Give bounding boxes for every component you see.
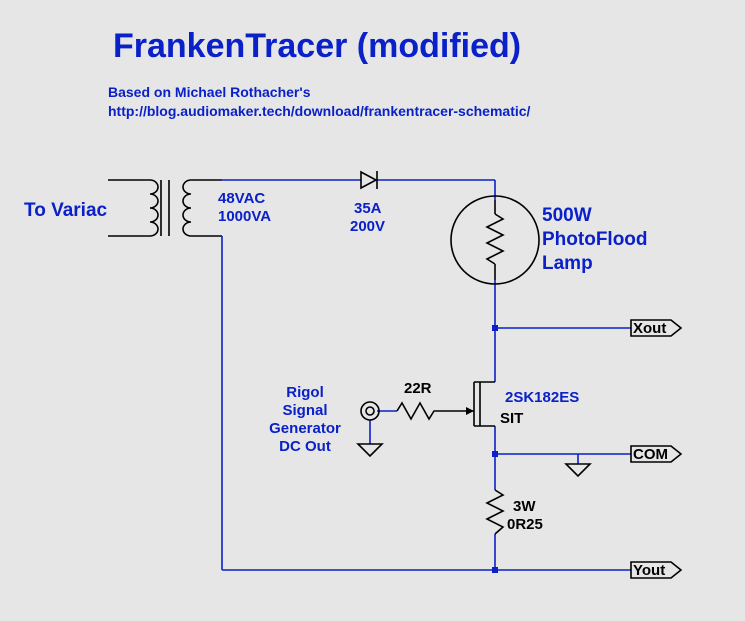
- credit-line-2: http://blog.audiomaker.tech/download/fra…: [108, 103, 531, 119]
- yout-port: Yout: [630, 561, 683, 579]
- gate-resistor: [396, 401, 474, 421]
- lamp-label-line-3: Lamp: [542, 253, 593, 274]
- diode-current: 35A: [354, 200, 382, 217]
- transformer-power: 1000VA: [218, 208, 271, 225]
- sense-resistor: [485, 489, 505, 535]
- ground-symbol-source: [356, 443, 384, 458]
- variac-label: To Variac: [24, 200, 108, 221]
- lamp: [450, 195, 540, 285]
- com-label: COM: [633, 446, 668, 463]
- source-label-line-1: Rigol: [286, 384, 324, 401]
- diode-voltage: 200V: [350, 218, 385, 235]
- page-title: FrankenTracer (modified): [113, 27, 521, 65]
- lamp-label-line-1: 500W: [542, 205, 592, 226]
- gate-resistor-value: 22R: [404, 380, 432, 397]
- ground-symbol-com: [564, 463, 592, 478]
- transformer: [108, 179, 222, 237]
- junctions: [492, 325, 498, 573]
- com-port: COM: [630, 445, 683, 463]
- sense-resistor-value: 0R25: [507, 516, 543, 533]
- xout-label: Xout: [633, 320, 666, 337]
- xout-port: Xout: [630, 319, 683, 337]
- transistor: [466, 381, 495, 427]
- credit-line-1: Based on Michael Rothacher's: [108, 84, 311, 100]
- wires: [221, 179, 631, 571]
- transistor-type: SIT: [500, 410, 523, 427]
- source-label-line-4: DC Out: [279, 438, 331, 455]
- lamp-label-line-2: PhotoFlood: [542, 229, 648, 250]
- transformer-voltage: 48VAC: [218, 190, 265, 207]
- source-label-line-3: Generator: [269, 420, 341, 437]
- sense-resistor-power: 3W: [513, 498, 536, 515]
- diode: [360, 170, 378, 190]
- transistor-part-number: 2SK182ES: [505, 389, 579, 406]
- bnc-connector: [360, 401, 380, 421]
- yout-label: Yout: [633, 562, 665, 579]
- source-label-line-2: Signal: [282, 402, 327, 419]
